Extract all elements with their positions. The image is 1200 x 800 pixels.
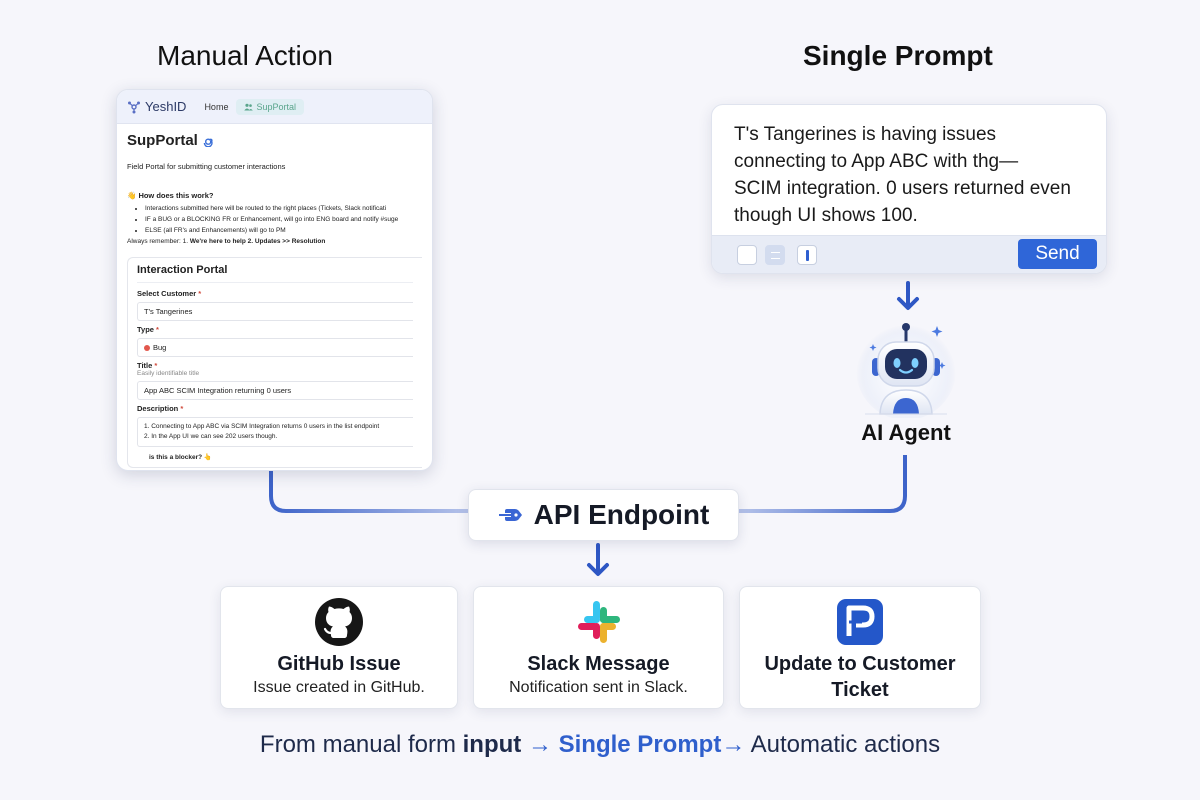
github-card-title: GitHub Issue <box>277 653 401 675</box>
github-icon <box>315 598 363 646</box>
yeshid-logo-icon <box>128 101 140 113</box>
agent-to-api-connector <box>739 455 907 513</box>
send-button[interactable]: Send <box>1018 239 1097 269</box>
interaction-portal-panel: Interaction Portal Select Customer * T's… <box>127 257 422 468</box>
nav-supportal-label: SupPortal <box>256 101 296 112</box>
supportal-title-text: SupPortal <box>127 132 198 149</box>
prompt-line: though UI shows 100. <box>734 205 918 226</box>
supportal-topbar: YeshID Home SupPortal <box>117 90 432 124</box>
slack-message-card[interactable]: Slack Message Notification sent in Slack… <box>473 586 724 709</box>
footer-part-1: From manual form <box>259 731 463 758</box>
customer-field-label: Select Customer * <box>137 289 202 298</box>
nav-home-link[interactable]: Home <box>204 101 229 112</box>
title-hint: Easily identifiable title <box>137 370 200 377</box>
customer-select[interactable]: T's Tangerines <box>137 302 413 321</box>
description-textarea[interactable]: 1. Connecting to App ABC via SCIM Integr… <box>137 417 413 447</box>
how-it-works-heading: 👋 How does this work? <box>127 191 422 200</box>
checkbox-tool-icon[interactable] <box>737 245 757 265</box>
how-it-works-list: Interactions submitted here will be rout… <box>127 205 422 234</box>
footer-caption: From manual form input → Single Prompt→ … <box>0 731 1200 759</box>
blocker-label: is this a blocker? <box>149 454 203 461</box>
type-field-label: Type * <box>137 325 159 334</box>
customer-ticket-card[interactable]: Update to Customer Ticket <box>739 586 981 709</box>
footer-part-4: Automatic actions <box>750 731 941 758</box>
prompt-line: T's Tangerines is having issues <box>734 124 997 145</box>
list-item: IF a BUG or a BLOCKING FR or Enhancement… <box>145 216 422 223</box>
list-item: Interactions submitted here will be rout… <box>145 205 422 212</box>
api-endpoint-label: API Endpoint <box>533 499 710 530</box>
users-icon <box>244 103 254 110</box>
remember-bold: We're here to help 2. Updates >> Resolut… <box>189 238 326 245</box>
manual-to-api-connector <box>269 468 468 513</box>
footer-arrow-2: → <box>721 731 751 758</box>
github-card-subtitle: Issue created in GitHub. <box>253 679 425 696</box>
type-value: Bug <box>153 343 167 352</box>
manual-action-heading: Manual Action <box>157 40 333 71</box>
slack-icon <box>577 601 620 643</box>
blocker-question: is this a blocker? 👆 <box>137 453 413 461</box>
prompt-input[interactable]: T's Tangerines is having issues connecti… <box>712 105 1106 245</box>
spiral-icon <box>203 138 213 147</box>
slack-card-title: Slack Message <box>527 653 670 675</box>
prompt-line: connecting to App ABC with thg— <box>734 151 1019 172</box>
remember-prefix: Always remember: 1. <box>127 238 189 245</box>
slack-card-subtitle: Notification sent in Slack. <box>509 679 688 696</box>
remember-note: Always remember: 1. We're here to help 2… <box>127 238 422 245</box>
api-tag-icon <box>498 509 522 521</box>
ticket-title-line: Ticket <box>831 679 889 701</box>
prompt-to-agent-arrow <box>897 281 919 310</box>
customer-label-text: Select Customer <box>137 289 197 298</box>
description-label-text: Description <box>137 404 179 413</box>
footer-arrow-1: → <box>521 731 559 758</box>
nav-supportal-tab[interactable]: SupPortal <box>236 98 304 115</box>
ticket-card-title: Update to Customer Ticket <box>740 651 980 703</box>
github-issue-card[interactable]: GitHub Issue Issue created in GitHub. <box>220 586 458 709</box>
footer-part-3: Single Prompt <box>558 731 722 758</box>
cursor-tool-icon[interactable] <box>797 245 817 265</box>
description-line: 1. Connecting to App ABC via SCIM Integr… <box>144 423 380 430</box>
yeshid-brand[interactable]: YeshID <box>127 99 186 114</box>
wave-hand-icon: 👋 <box>127 191 137 200</box>
type-select[interactable]: Bug <box>137 338 413 357</box>
description-line: 2. In the App UI we can see 202 users th… <box>144 433 278 440</box>
api-to-outputs-arrow <box>587 543 609 576</box>
api-endpoint-box[interactable]: API Endpoint <box>468 489 739 541</box>
supportal-subtitle: Field Portal for submitting customer int… <box>127 162 286 171</box>
interaction-portal-title: Interaction Portal <box>137 264 413 283</box>
footer-part-2: input <box>462 731 522 758</box>
prompt-toolbar: Send <box>712 235 1106 273</box>
title-input[interactable]: App ABC SCIM Integration returning 0 use… <box>137 381 413 400</box>
how-it-works-text: How does this work? <box>138 191 214 200</box>
format-tool-icon[interactable] <box>765 245 785 265</box>
ticket-title-line: Update to Customer <box>764 653 956 675</box>
robot-icon <box>856 320 956 418</box>
bug-dot-icon <box>144 345 150 351</box>
description-field-label: Description * <box>137 404 184 413</box>
title-field-label: Title * <box>137 361 158 370</box>
finger-icon: 👆 <box>203 454 213 461</box>
prompt-card: T's Tangerines is having issues connecti… <box>711 104 1107 274</box>
type-label-text: Type <box>137 325 154 334</box>
prompt-line: SCIM integration. 0 users returned even <box>734 178 1071 199</box>
ai-agent-label: AI Agent <box>861 420 951 445</box>
supportal-title: SupPortal <box>127 132 422 149</box>
brand-name: YeshID <box>145 99 187 114</box>
supportal-window: YeshID Home SupPortal SupPortal Field Po… <box>116 89 433 471</box>
title-label-text: Title <box>137 361 153 370</box>
list-item: ELSE (all FR's and Enhancements) will go… <box>145 227 422 234</box>
ticket-app-icon <box>837 599 883 645</box>
single-prompt-heading: Single Prompt <box>803 40 993 71</box>
